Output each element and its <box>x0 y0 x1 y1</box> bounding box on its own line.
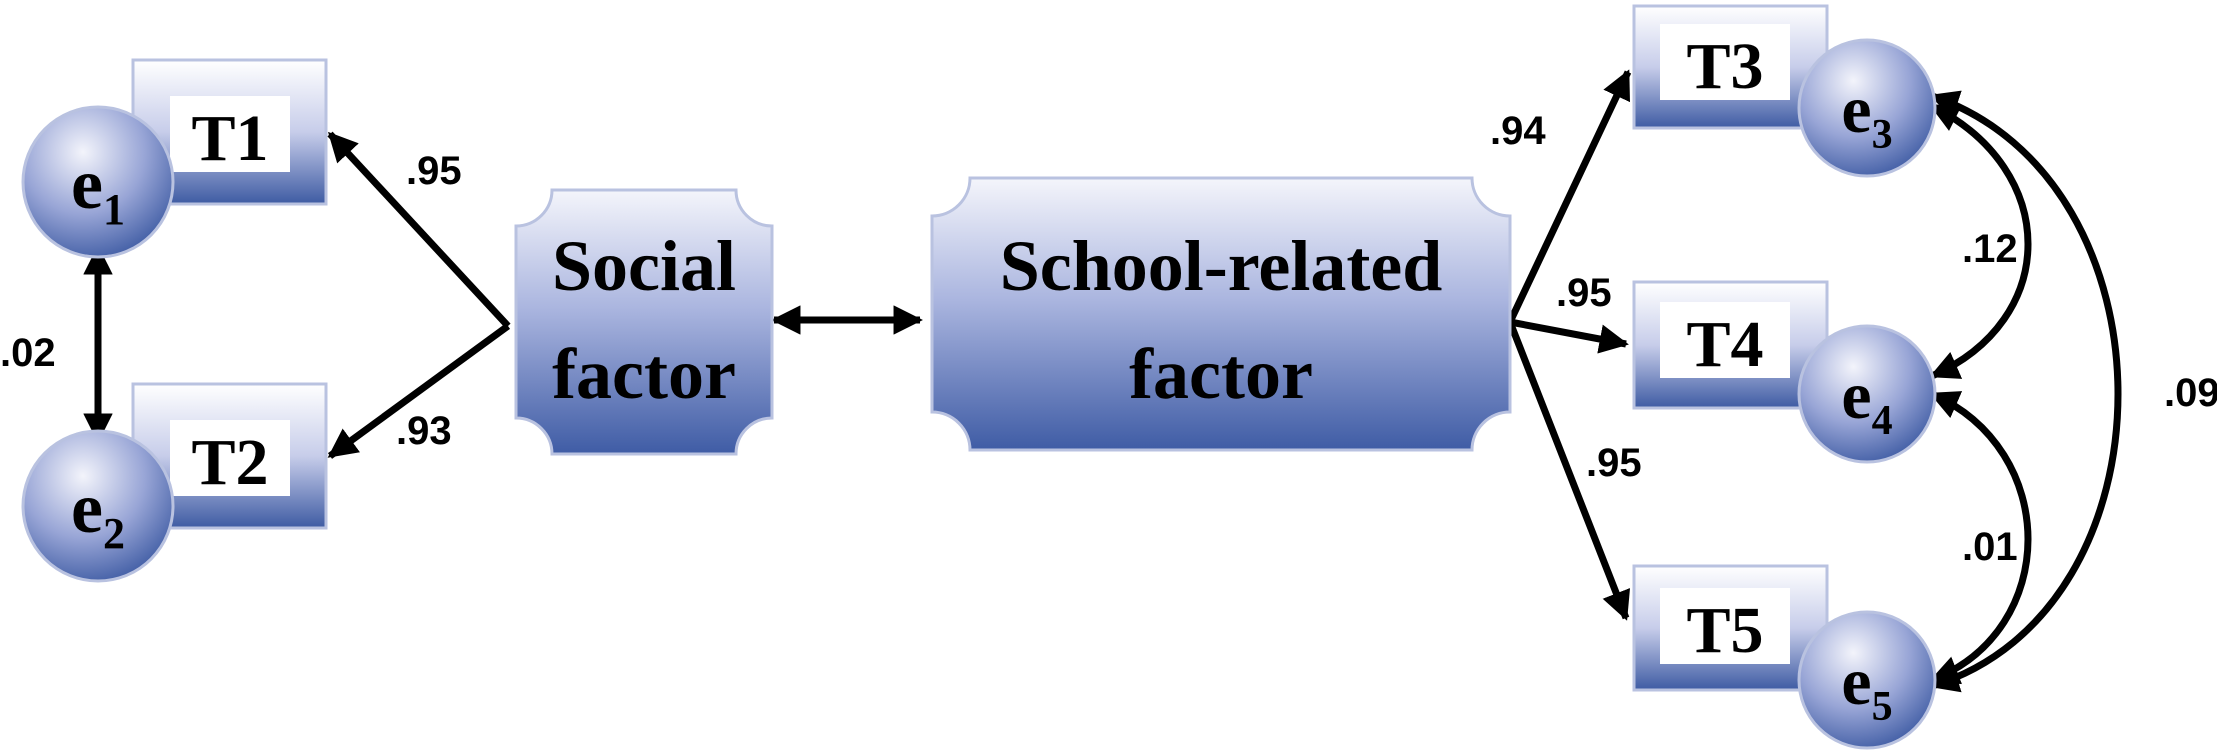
error-e5-sub: 5 <box>1872 684 1893 730</box>
path-social-t2 <box>327 323 511 459</box>
error-e3-sub: 3 <box>1872 112 1893 158</box>
path-e3-e5 <box>1929 90 2122 693</box>
item-t5: T5 <box>1632 564 1829 692</box>
corr-e4-e5: .01 <box>1962 525 2018 569</box>
item-t4: T4 <box>1632 280 1829 410</box>
error-e4-base: e <box>1841 357 1871 433</box>
error-e3: e3 <box>1797 38 1937 178</box>
item-t4-label: T4 <box>1686 308 1763 381</box>
factor-social: Social factor <box>514 188 774 456</box>
path-school-t3 <box>1506 69 1632 324</box>
path-e3-e4 <box>1929 102 2032 380</box>
factor-social-line2: factor <box>552 334 736 414</box>
svg-text:e1: e1 <box>71 144 125 234</box>
corr-e3-e5: .09 <box>2164 371 2217 415</box>
error-e1-base: e <box>71 144 103 224</box>
corr-e1-e2: .02 <box>0 331 56 375</box>
path-e4-e5 <box>1929 390 2032 685</box>
loading-school-t4: .95 <box>1556 271 1612 315</box>
path-school-t5 <box>1506 320 1631 621</box>
path-school-t4 <box>1509 318 1629 354</box>
item-t2-label: T2 <box>191 426 268 499</box>
svg-text:e3: e3 <box>1841 71 1892 158</box>
error-e2-sub: 2 <box>103 509 125 558</box>
item-t3: T3 <box>1632 4 1829 130</box>
item-t1-label: T1 <box>191 102 268 175</box>
coefficients: .95 .93 .94 .95 .95 .02 .12 .01 .09 <box>0 109 2217 569</box>
item-t2: T2 <box>131 382 328 530</box>
error-e4-sub: 4 <box>1872 398 1893 444</box>
item-t3-label: T3 <box>1686 30 1763 103</box>
item-t1: T1 <box>131 58 328 206</box>
factor-school-line1: School-related <box>1000 226 1443 306</box>
loading-social-t2: .93 <box>396 409 452 453</box>
paths <box>83 69 2122 693</box>
item-t5-label: T5 <box>1686 594 1763 667</box>
factor-social-line1: Social <box>552 226 736 306</box>
error-e5-base: e <box>1841 643 1871 719</box>
error-e5: e5 <box>1797 610 1937 750</box>
loading-school-t3: .94 <box>1490 109 1546 153</box>
error-e1: e1 <box>21 105 175 259</box>
loading-school-t5: .95 <box>1586 441 1642 485</box>
error-e3-base: e <box>1841 71 1871 147</box>
corr-e3-e4: .12 <box>1962 227 2018 271</box>
svg-text:e4: e4 <box>1841 357 1892 444</box>
factor-school-line2: factor <box>1129 334 1313 414</box>
path-social-t1 <box>327 131 511 329</box>
error-e2-base: e <box>71 468 103 548</box>
loading-social-t1: .95 <box>406 149 462 193</box>
error-e1-sub: 1 <box>103 185 125 234</box>
factor-school: School-related factor <box>930 176 1512 452</box>
svg-text:e2: e2 <box>71 468 125 558</box>
error-e4: e4 <box>1797 324 1937 464</box>
error-e2: e2 <box>21 429 175 583</box>
svg-text:e5: e5 <box>1841 643 1892 730</box>
